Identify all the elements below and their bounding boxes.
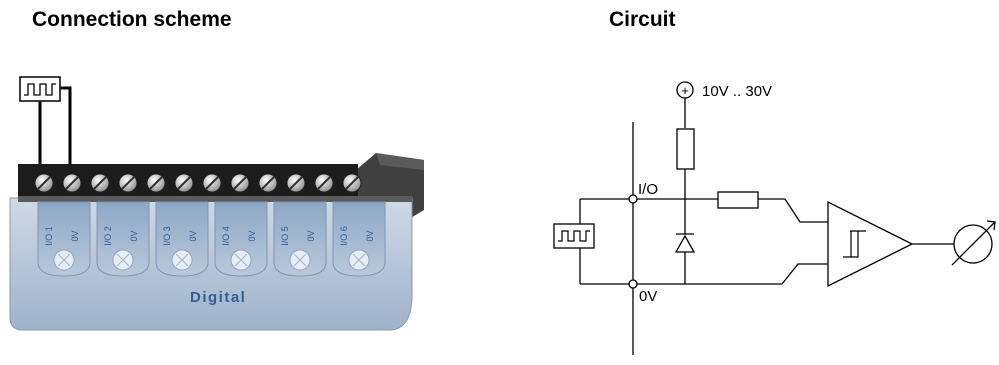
terminal-screw-icon (258, 173, 278, 193)
terminal-gnd-label: 0V (129, 230, 139, 241)
terminal-screw-icon (146, 173, 166, 193)
terminal-screw-icon (314, 173, 334, 193)
terminal-io-label: I/O 3 (162, 226, 172, 246)
connection-scheme-heading: Connection scheme (32, 8, 232, 31)
circuit-heading: Circuit (609, 8, 676, 31)
terminal-label-tab: I/O 5 0V (273, 201, 327, 277)
diode (674, 234, 696, 253)
terminal-screw-icon (342, 173, 362, 193)
terminal-screws (34, 173, 362, 193)
terminal-screw-icon (286, 173, 306, 193)
terminal-io-label: I/O 6 (339, 226, 349, 246)
terminal-io-label: I/O 1 (44, 226, 54, 246)
io-node (628, 194, 638, 204)
terminal-screw-icon (230, 173, 250, 193)
terminal-gnd-label: 0V (188, 230, 198, 241)
supply-plus: + (681, 83, 689, 98)
circuit-diagram (553, 81, 996, 355)
terminal-gnd-label: 0V (247, 230, 257, 241)
terminal-label-tab: I/O 2 0V (96, 201, 150, 277)
terminal-io-label: I/O 2 (103, 226, 113, 246)
terminal-gnd-label: 0V (365, 230, 375, 241)
series-resistor (717, 191, 759, 209)
terminal-label-tab: I/O 1 0V (37, 201, 91, 277)
terminal-label-tab: I/O 3 0V (155, 201, 209, 277)
module-label: Digital (190, 289, 246, 306)
schmitt-trigger (827, 200, 914, 288)
terminal-screw-icon (34, 173, 54, 193)
supply-voltage-label: 10V .. 30V (702, 83, 772, 100)
terminal-screw-icon (90, 173, 110, 193)
terminal-screw-icon (118, 173, 138, 193)
terminal-gnd-label: 0V (306, 230, 316, 241)
terminal-label-tab: I/O 4 0V (214, 201, 268, 277)
pullup-resistor (676, 128, 695, 170)
pulse-generator-icon (19, 76, 61, 102)
terminal-io-label: I/O 4 (221, 226, 231, 246)
terminal-label-tab: I/O 6 0V (332, 201, 386, 277)
gnd-node (628, 279, 638, 289)
terminal-screw-icon (174, 173, 194, 193)
io-label: I/O (638, 181, 658, 198)
terminal-screw-icon (202, 173, 222, 193)
terminal-io-label: I/O 5 (280, 226, 290, 246)
wire-gnd (60, 86, 72, 172)
terminal-gnd-label: 0V (70, 230, 80, 241)
gnd-label: 0V (639, 288, 657, 305)
terminal-screw-icon (62, 173, 82, 193)
